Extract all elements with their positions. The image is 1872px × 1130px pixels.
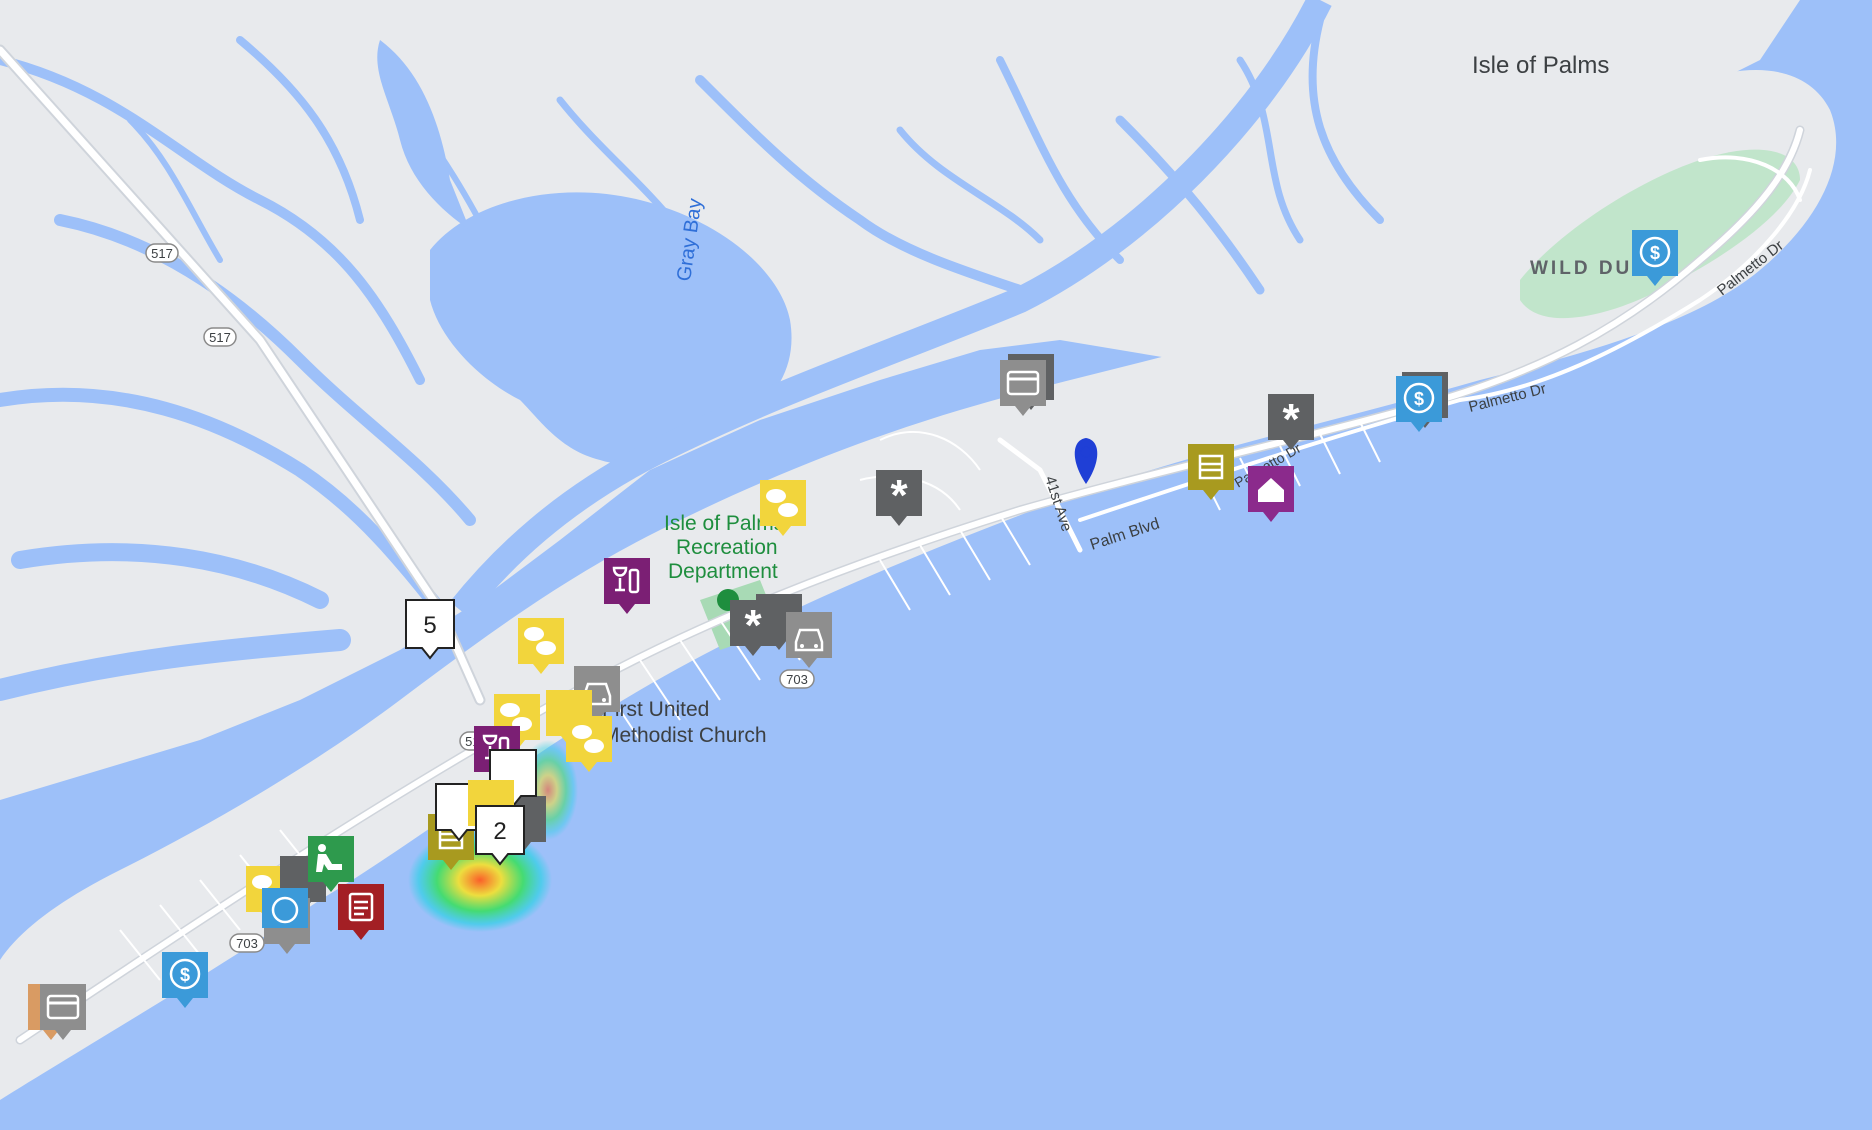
asterisk-icon: * [890, 471, 908, 520]
cluster-marker-2[interactable]: 2 [475, 805, 525, 866]
marker-car-rec[interactable] [786, 612, 832, 668]
marker-fist-palmetto[interactable] [1188, 444, 1234, 500]
svg-text:703: 703 [786, 672, 808, 687]
isle-of-palms-island [0, 70, 1837, 1100]
svg-text:517: 517 [151, 246, 173, 261]
marker-document[interactable] [338, 884, 384, 940]
coins-icon [572, 725, 604, 753]
place-label-isle-of-palms: Isle of Palms [1472, 52, 1609, 79]
marker-wine-north[interactable] [604, 558, 650, 614]
coins-icon [766, 489, 798, 517]
poi-label-recreation-3: Department [668, 560, 778, 583]
marker-dollar-wild-dunes[interactable]: $ [1632, 230, 1678, 286]
house-icon [1258, 478, 1284, 502]
marker-card-west[interactable] [28, 984, 86, 1040]
poi-label-recreation-1: Isle of Palms [664, 512, 784, 535]
cluster-marker-5[interactable]: 5 [405, 599, 455, 660]
poi-label-church-1: First United [602, 698, 709, 721]
credit-card-icon [1006, 370, 1040, 396]
roads [0, 44, 1812, 1045]
marker-coins-cluster-2[interactable] [566, 716, 612, 772]
svg-text:$: $ [1414, 389, 1424, 409]
asterisk-icon: * [744, 601, 762, 650]
fist-icon [1198, 454, 1224, 480]
dollar-icon [1639, 236, 1671, 268]
marker-asterisk-central[interactable]: * [876, 470, 922, 526]
marsh-channels [0, 16, 1384, 701]
route-shield-517-b: 517 [203, 327, 237, 347]
svg-text:$: $ [1650, 243, 1660, 263]
car-icon [794, 628, 824, 652]
marker-house[interactable] [1248, 466, 1294, 522]
gray-bay-inlet [377, 40, 470, 230]
marker-dollar-palmetto[interactable]: $ [1396, 372, 1448, 432]
dollar-icon [169, 958, 201, 990]
asterisk-icon: * [1282, 395, 1300, 444]
svg-text:703: 703 [236, 936, 258, 951]
gray-bay [430, 192, 792, 464]
svg-text:2: 2 [493, 818, 506, 845]
marker-coins-rec[interactable] [760, 480, 806, 536]
marker-card-north[interactable] [1000, 354, 1054, 416]
poi-label-recreation-2: Recreation [676, 536, 778, 559]
dollar-icon [271, 896, 299, 924]
route-shield-703-a: 703 [779, 669, 815, 689]
svg-text:$: $ [180, 965, 190, 985]
marker-dollar-west[interactable]: $ [162, 952, 208, 1008]
assault-icon [316, 844, 342, 872]
marker-asterisk-north[interactable]: * [1268, 394, 1314, 450]
credit-card-icon [46, 994, 80, 1020]
intracoastal-waterway [449, 0, 1332, 619]
dollar-icon [1403, 382, 1435, 414]
route-shield-517-a: 517 [145, 243, 179, 263]
svg-text:517: 517 [209, 330, 231, 345]
marker-stack-west[interactable] [262, 888, 310, 954]
svg-text:5: 5 [423, 612, 436, 639]
route-shield-703-b: 703 [229, 933, 265, 953]
poi-label-church-2: Methodist Church [602, 724, 767, 747]
location-pin-icon[interactable] [1074, 438, 1098, 484]
marker-coins-bridge[interactable] [518, 618, 564, 674]
document-icon [348, 892, 374, 922]
wine-icon [612, 566, 640, 594]
coins-icon [524, 627, 556, 655]
